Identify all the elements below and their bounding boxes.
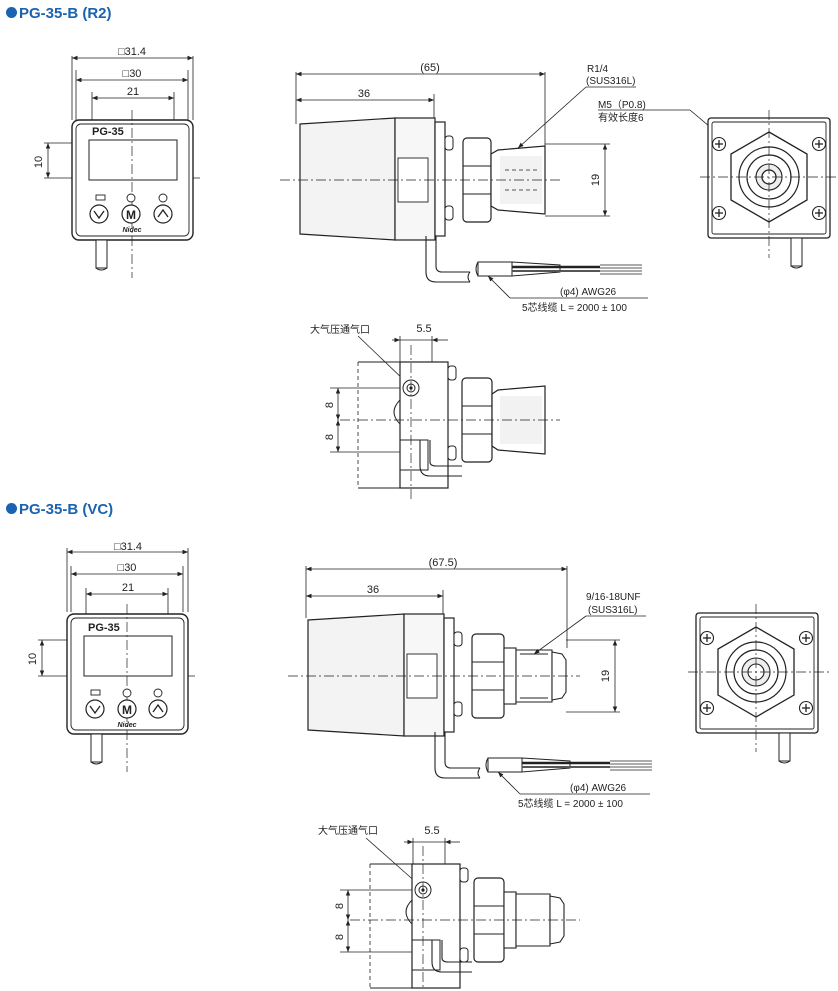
dim-body: 36: [367, 584, 379, 596]
dim-display: 21: [127, 86, 139, 98]
down-button-icon: [89, 204, 109, 224]
dim-body: 36: [358, 88, 370, 100]
thread-material: (SUS316L): [586, 76, 635, 87]
model-label: PG-35: [88, 622, 120, 634]
thread-label: 9/16-18UNF: [586, 592, 640, 603]
up-button-icon: [148, 699, 168, 719]
thread-label: R1/4: [587, 64, 609, 75]
vent-label: 大气压通气口: [318, 824, 378, 837]
model-label: PG-35: [92, 126, 124, 138]
svg-text:M: M: [126, 208, 136, 222]
section-title-text: PG-35-B (VC): [19, 501, 114, 518]
brand-label: Nidec: [117, 722, 136, 729]
port-label: M5（P0.8): [598, 99, 646, 111]
bottom-view-r2: 大气压通气口 5.5 8 8: [310, 323, 560, 500]
mode-button-icon: [117, 699, 137, 719]
rear-view-vc: [688, 604, 830, 764]
up-button-icon: [153, 204, 173, 224]
section-title-text: PG-35-B (R2): [19, 5, 112, 22]
cable-label: (φ4) AWG26: [560, 287, 617, 298]
dim-overall: (65): [420, 62, 440, 74]
dim-a: 8: [334, 903, 346, 909]
cable-label: (φ4) AWG26: [570, 783, 627, 794]
dim-outer: □31.4: [114, 541, 142, 553]
dim-a: 8: [324, 402, 336, 408]
dim-inner: □30: [123, 68, 142, 80]
brand-label: Nidec: [122, 227, 141, 234]
dim-display: 21: [122, 582, 134, 594]
dim-side-height: 19: [590, 174, 602, 186]
front-view-vc: □31.4 □30 21 10 PG-35 M Nidec: [27, 541, 195, 772]
vent-dim: 5.5: [416, 323, 431, 335]
front-view-r2: □31.4 □30 21 10 PG-35 M Nidec: [33, 46, 200, 278]
dim-inner: □30: [118, 562, 137, 574]
bullet-dot: [6, 503, 17, 514]
rear-view-r2: [700, 110, 836, 269]
mode-button-icon: [121, 204, 141, 224]
section-title-r2: PG-35-B (R2): [6, 5, 112, 22]
vent-label: 大气压通气口: [310, 323, 370, 336]
vent-dim: 5.5: [424, 825, 439, 837]
dim-height: 10: [27, 653, 39, 665]
port-note: 有效长度6: [598, 111, 644, 124]
side-view-vc: (67.5) 36 19 9/16-18UNF (SUS316L): [288, 557, 652, 810]
bottom-view-vc: 大气压通气口 5.5 8 8: [318, 824, 580, 990]
dim-b: 8: [334, 934, 346, 940]
side-view-r2: (65) 36 19 R1/4 (SUS316L) M5（P0.8) 有效长度6: [280, 62, 769, 314]
cable-spec: 5芯线缆 L = 2000 ± 100: [522, 301, 627, 314]
down-button-icon: [85, 699, 105, 719]
dim-overall: (67.5): [429, 557, 458, 569]
dim-height: 10: [33, 156, 45, 168]
section-title-vc: PG-35-B (VC): [6, 501, 113, 518]
dim-side-height: 19: [600, 670, 612, 682]
dim-outer: □31.4: [118, 46, 146, 58]
cable-spec: 5芯线缆 L = 2000 ± 100: [518, 797, 623, 810]
dim-b: 8: [324, 434, 336, 440]
bullet-dot: [6, 7, 17, 18]
svg-text:M: M: [122, 703, 132, 717]
thread-material: (SUS316L): [588, 605, 637, 616]
